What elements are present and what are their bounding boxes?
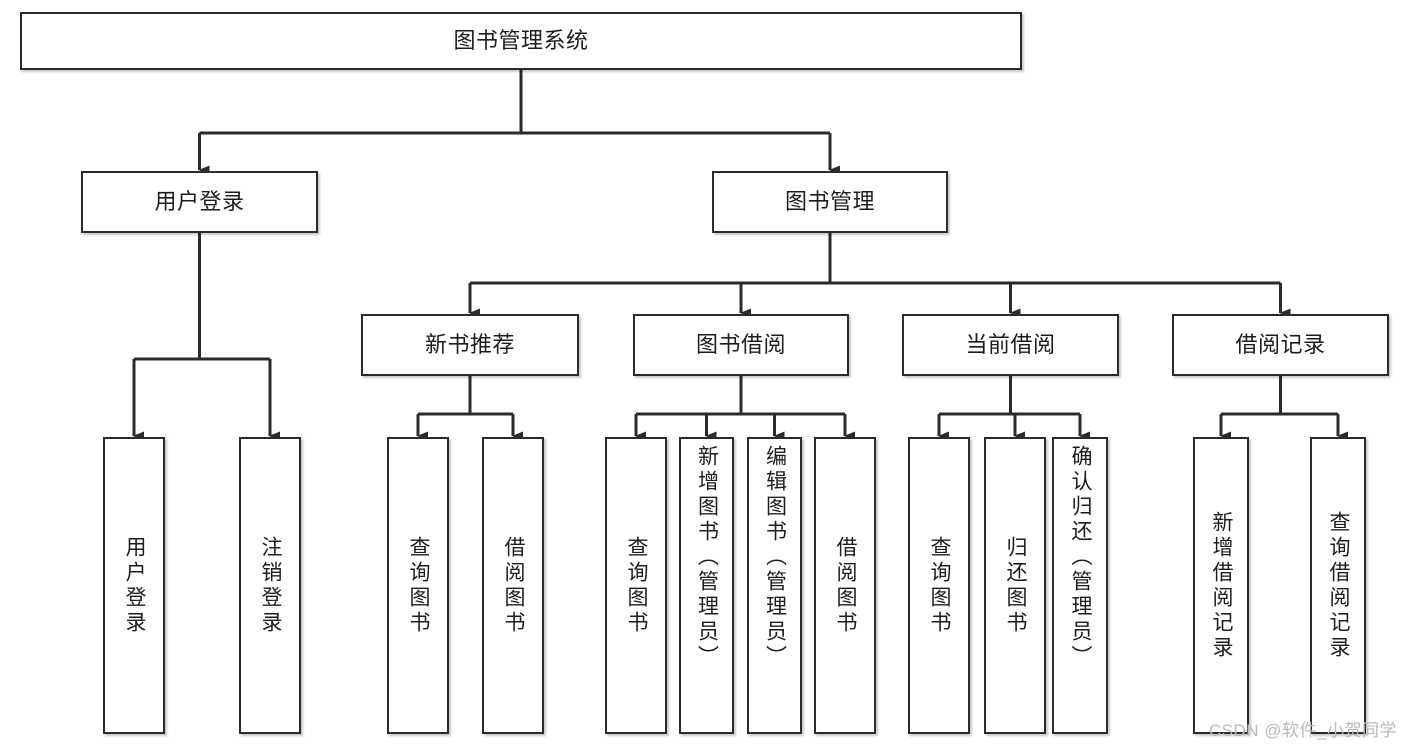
node-user-login[interactable]: 用户登录: [81, 171, 318, 233]
node-leaf-query-book-1[interactable]: 查询图书: [387, 437, 449, 734]
node-book-borrow[interactable]: 图书借阅: [633, 314, 849, 376]
node-leaf-user-login[interactable]: 用户登录: [103, 437, 165, 734]
node-leaf-return-book[interactable]: 归还图书: [984, 437, 1046, 734]
node-borrow-record[interactable]: 借阅记录: [1172, 314, 1389, 376]
node-book-manage[interactable]: 图书管理: [712, 171, 948, 233]
node-current-borrow[interactable]: 当前借阅: [902, 314, 1119, 376]
node-label: 新增借阅记录: [1210, 510, 1234, 661]
node-label: 查询借阅记录: [1327, 510, 1351, 661]
node-leaf-edit-book-admin[interactable]: 编辑图书（管理员）: [747, 437, 802, 734]
node-label: 借阅图书: [834, 535, 858, 636]
node-root-system[interactable]: 图书管理系统: [20, 12, 1022, 70]
node-leaf-borrow-book-1[interactable]: 借阅图书: [482, 437, 544, 734]
node-leaf-add-borrow-record[interactable]: 新增借阅记录: [1193, 437, 1249, 734]
node-label: 编辑图书（管理员）: [763, 445, 787, 670]
node-label: 确认归还（管理员）: [1069, 445, 1093, 670]
node-label: 当前借阅: [965, 332, 1056, 358]
node-label: 用户登录: [123, 535, 147, 636]
node-label: 查询图书: [928, 535, 952, 636]
node-label: 查询图书: [625, 535, 649, 636]
node-new-book-recommend[interactable]: 新书推荐: [361, 314, 579, 376]
node-label: 新增图书（管理员）: [695, 445, 719, 670]
node-label: 图书管理系统: [453, 28, 589, 54]
node-label: 查询图书: [407, 535, 431, 636]
node-leaf-add-book-admin[interactable]: 新增图书（管理员）: [679, 437, 734, 734]
node-label: 借阅记录: [1235, 332, 1326, 358]
node-label: 注销登录: [259, 535, 283, 636]
node-leaf-query-book-2[interactable]: 查询图书: [605, 437, 667, 734]
node-leaf-confirm-return-admin[interactable]: 确认归还（管理员）: [1052, 437, 1108, 734]
node-label: 归还图书: [1004, 535, 1028, 636]
node-label: 借阅图书: [502, 535, 526, 636]
node-leaf-borrow-book-2[interactable]: 借阅图书: [814, 437, 876, 734]
node-leaf-query-book-3[interactable]: 查询图书: [908, 437, 970, 734]
node-label: 新书推荐: [424, 332, 515, 358]
node-label: 用户登录: [154, 189, 245, 215]
node-leaf-query-borrow-record[interactable]: 查询借阅记录: [1310, 437, 1366, 734]
node-label: 图书管理: [784, 189, 875, 215]
node-leaf-logout[interactable]: 注销登录: [239, 437, 301, 734]
node-label: 图书借阅: [695, 332, 786, 358]
